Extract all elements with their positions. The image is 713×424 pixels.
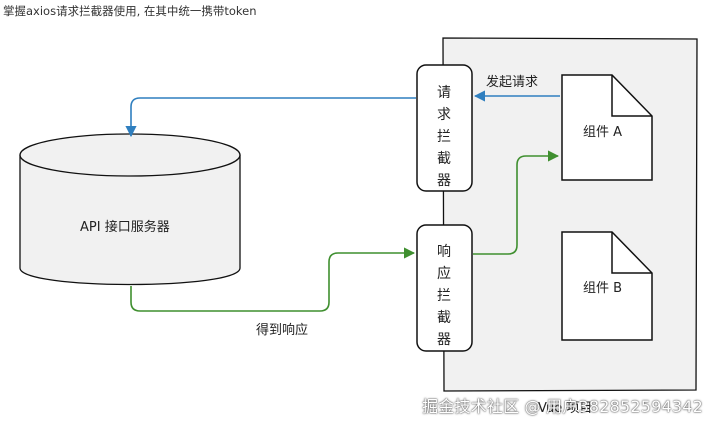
request-interceptor-char-5: 器 <box>437 173 451 189</box>
vue-project-label: Vue 项目 <box>538 401 592 416</box>
response-interceptor-char-4: 截 <box>437 310 451 326</box>
component-b-label: 组件 B <box>583 281 622 296</box>
response-interceptor-char-1: 响 <box>437 244 451 260</box>
component-b-node: 组件 B <box>561 231 653 341</box>
request-interceptor-label: 请 求 拦 截 器 <box>437 85 455 189</box>
request-interceptor-char-1: 请 <box>437 85 451 101</box>
request-interceptor-char-4: 截 <box>437 151 451 167</box>
response-interceptor-char-2: 应 <box>437 265 451 282</box>
server-to-response-arrow <box>130 247 416 312</box>
page-caption: 掌握axios请求拦截器使用, 在其中统一携带token <box>3 4 257 18</box>
component-a-label: 组件 A <box>583 125 622 140</box>
send-request-label: 发起请求 <box>486 74 538 90</box>
request-interceptor-node: 请 求 拦 截 器 <box>416 64 473 192</box>
response-to-component-arrow <box>473 150 560 255</box>
response-interceptor-node: 响 应 拦 截 器 <box>416 224 473 352</box>
component-a-node: 组件 A <box>561 74 653 181</box>
request-to-server-arrow <box>125 97 416 138</box>
get-response-label: 得到响应 <box>256 322 308 338</box>
request-interceptor-char-2: 求 <box>437 107 451 123</box>
api-server-label: API 接口服务器 <box>80 219 170 235</box>
response-interceptor-char-3: 拦 <box>437 288 451 304</box>
response-interceptor-label: 响 应 拦 截 器 <box>437 244 455 348</box>
response-interceptor-char-5: 器 <box>437 332 451 348</box>
api-server-node: API 接口服务器 <box>19 133 241 286</box>
request-interceptor-char-3: 拦 <box>437 129 451 145</box>
watermark: 掘金技术社区 @ 用户382852594342 <box>422 397 703 416</box>
